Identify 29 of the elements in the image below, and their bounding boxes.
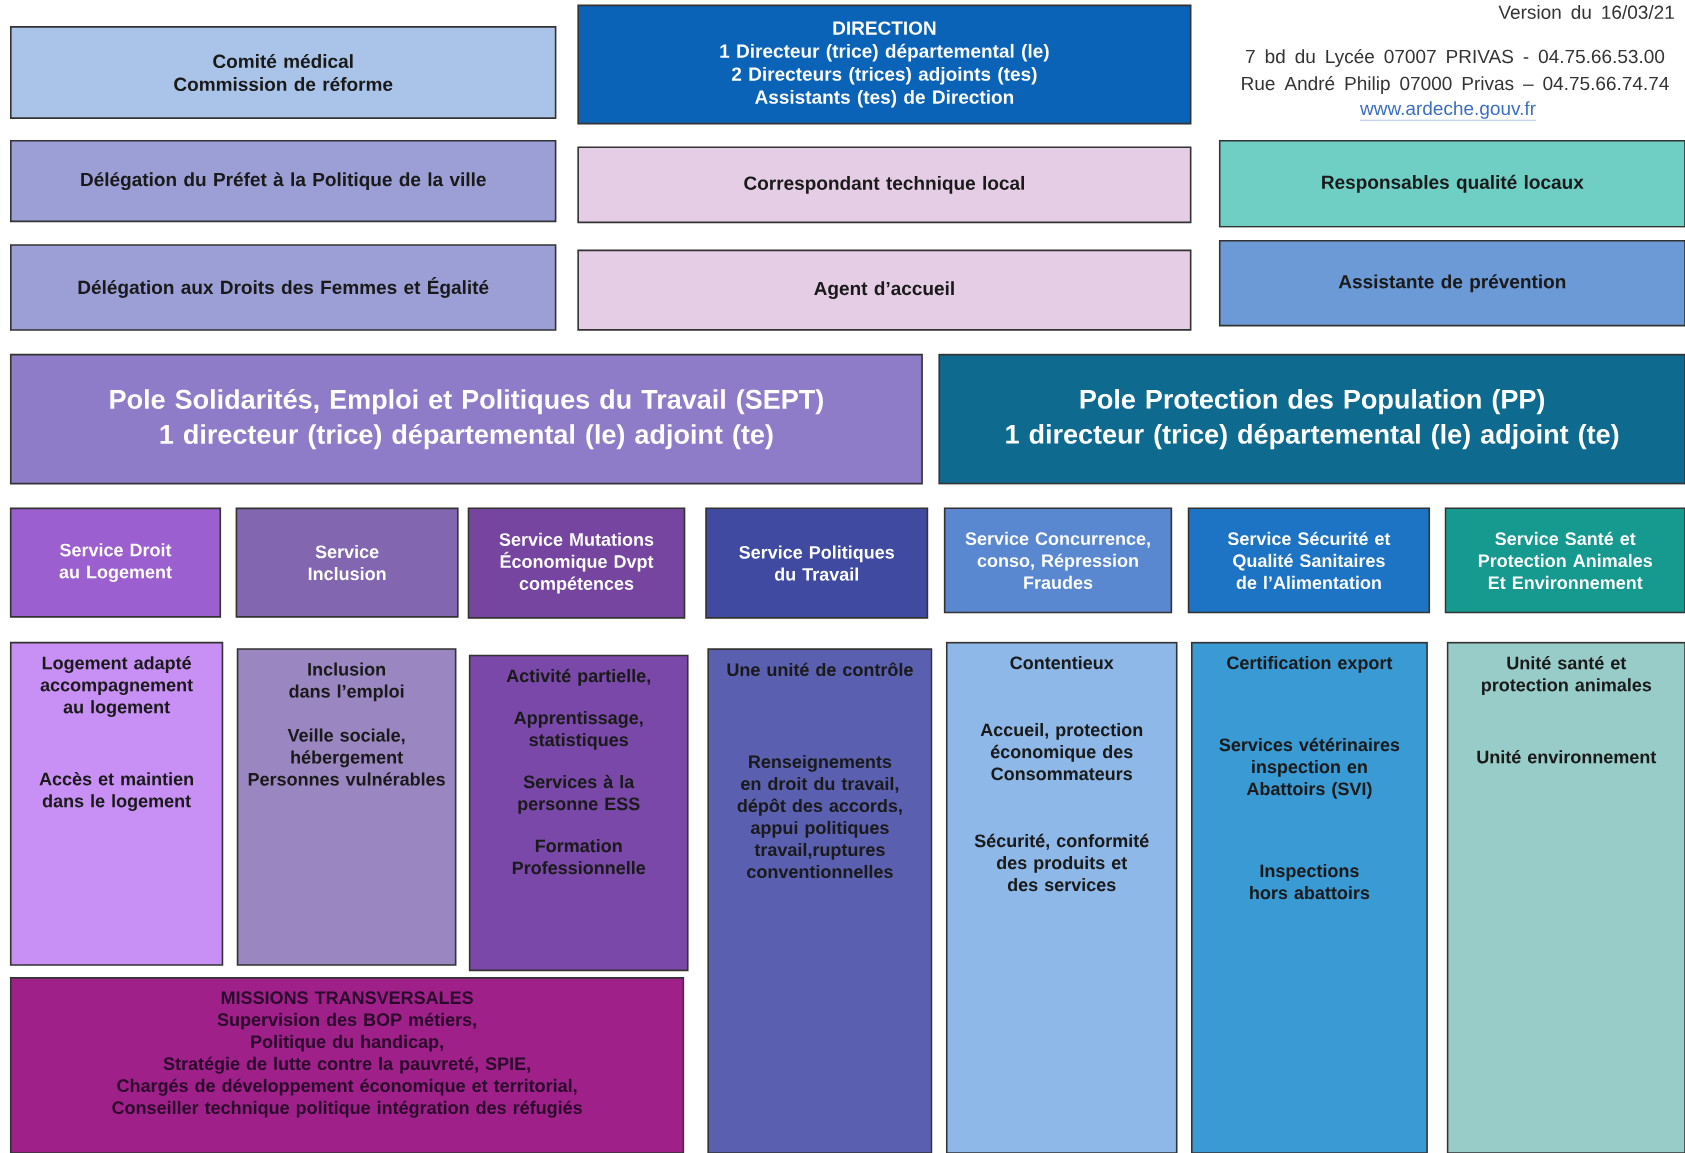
service-box: Service Santé et Protection Animales Et Environnement <box>1444 507 1685 614</box>
office-box: Responsables qualité locaux <box>1218 140 1685 228</box>
service-box: Service Concurrence, conso, Répression Fraudes <box>943 507 1173 614</box>
unit-column: Logement adapté accompagnement au logement Accès et maintien dans le logement <box>9 641 224 966</box>
address-text: 7 bd du Lycée 07007 PRIVAS - 04.75.66.53.00 <box>1246 49 1665 67</box>
service-box: Service Droit au Logement <box>9 507 222 618</box>
unit-column: Contentieux Accueil, protection économique des Consommateurs Sécurité, conformité des produits et des services <box>945 641 1178 1153</box>
unit-column: Unité santé et protection animales Unité environnement <box>1446 641 1685 1153</box>
unit-column: Activité partielle, Apprentissage, statistiques Services à la personne ESS Formation Professionnelle <box>468 654 689 972</box>
service-box: Service Politiques du Travail <box>705 507 929 619</box>
unit-column: Inclusion dans l’emploi Veille sociale, hébergement Personnes vulnérables <box>236 648 457 966</box>
direction-box: DIRECTION 1 Directeur (trice) départemental (le) 2 Directeurs (trices) adjoints (tes) Assistants (tes) de Direction <box>577 4 1192 125</box>
office-box: Délégation du Préfet à la Politique de la ville <box>10 140 557 223</box>
unit-column: Certification export Services vétérinaires inspection en Abattoirs (SVI) Inspections hors abattoirs <box>1190 641 1428 1153</box>
office-box: Agent d’accueil <box>577 249 1192 331</box>
missions-box: MISSIONS TRANSVERSALES Supervision des BOP métiers, Politique du handicap, Stratégie de lutte contre la pauvreté, SPIE, Chargés de développement économique et territorial, Conseiller technique politique intégration des réfugiés <box>9 977 685 1153</box>
office-box: Délégation aux Droits des Femmes et Égalité <box>10 244 557 331</box>
office-box: Comité médical Commission de réforme <box>10 26 557 119</box>
office-box: Correspondant technique local <box>577 146 1192 224</box>
service-box: Service Mutations Économique Dvpt compétences <box>467 507 686 619</box>
office-box: Assistante de prévention <box>1218 239 1685 327</box>
service-box: Service Sécurité et Qualité Sanitaires de l’Alimentation <box>1187 507 1431 614</box>
link: www.ardeche.gouv.fr <box>1359 101 1537 121</box>
address-text: Rue André Philip 07000 Privas – 04.75.66.74.74 <box>1242 76 1669 94</box>
service-box: Service Inclusion <box>235 507 459 618</box>
pole-box: Pole Protection des Population (PP) 1 directeur (trice) départemental (le) adjoint (te) <box>938 353 1685 485</box>
unit-column: Une unité de contrôle Renseignements en droit du travail, dépôt des accords, appui politiques travail,ruptures conventionnelles <box>707 648 933 1153</box>
pole-box: Pole Solidarités, Emploi et Politiques du Travail (SEPT) 1 directeur (trice) départemental (le) adjoint (te) <box>9 353 923 485</box>
address-text: Version du 16/03/21 <box>1498 5 1674 19</box>
